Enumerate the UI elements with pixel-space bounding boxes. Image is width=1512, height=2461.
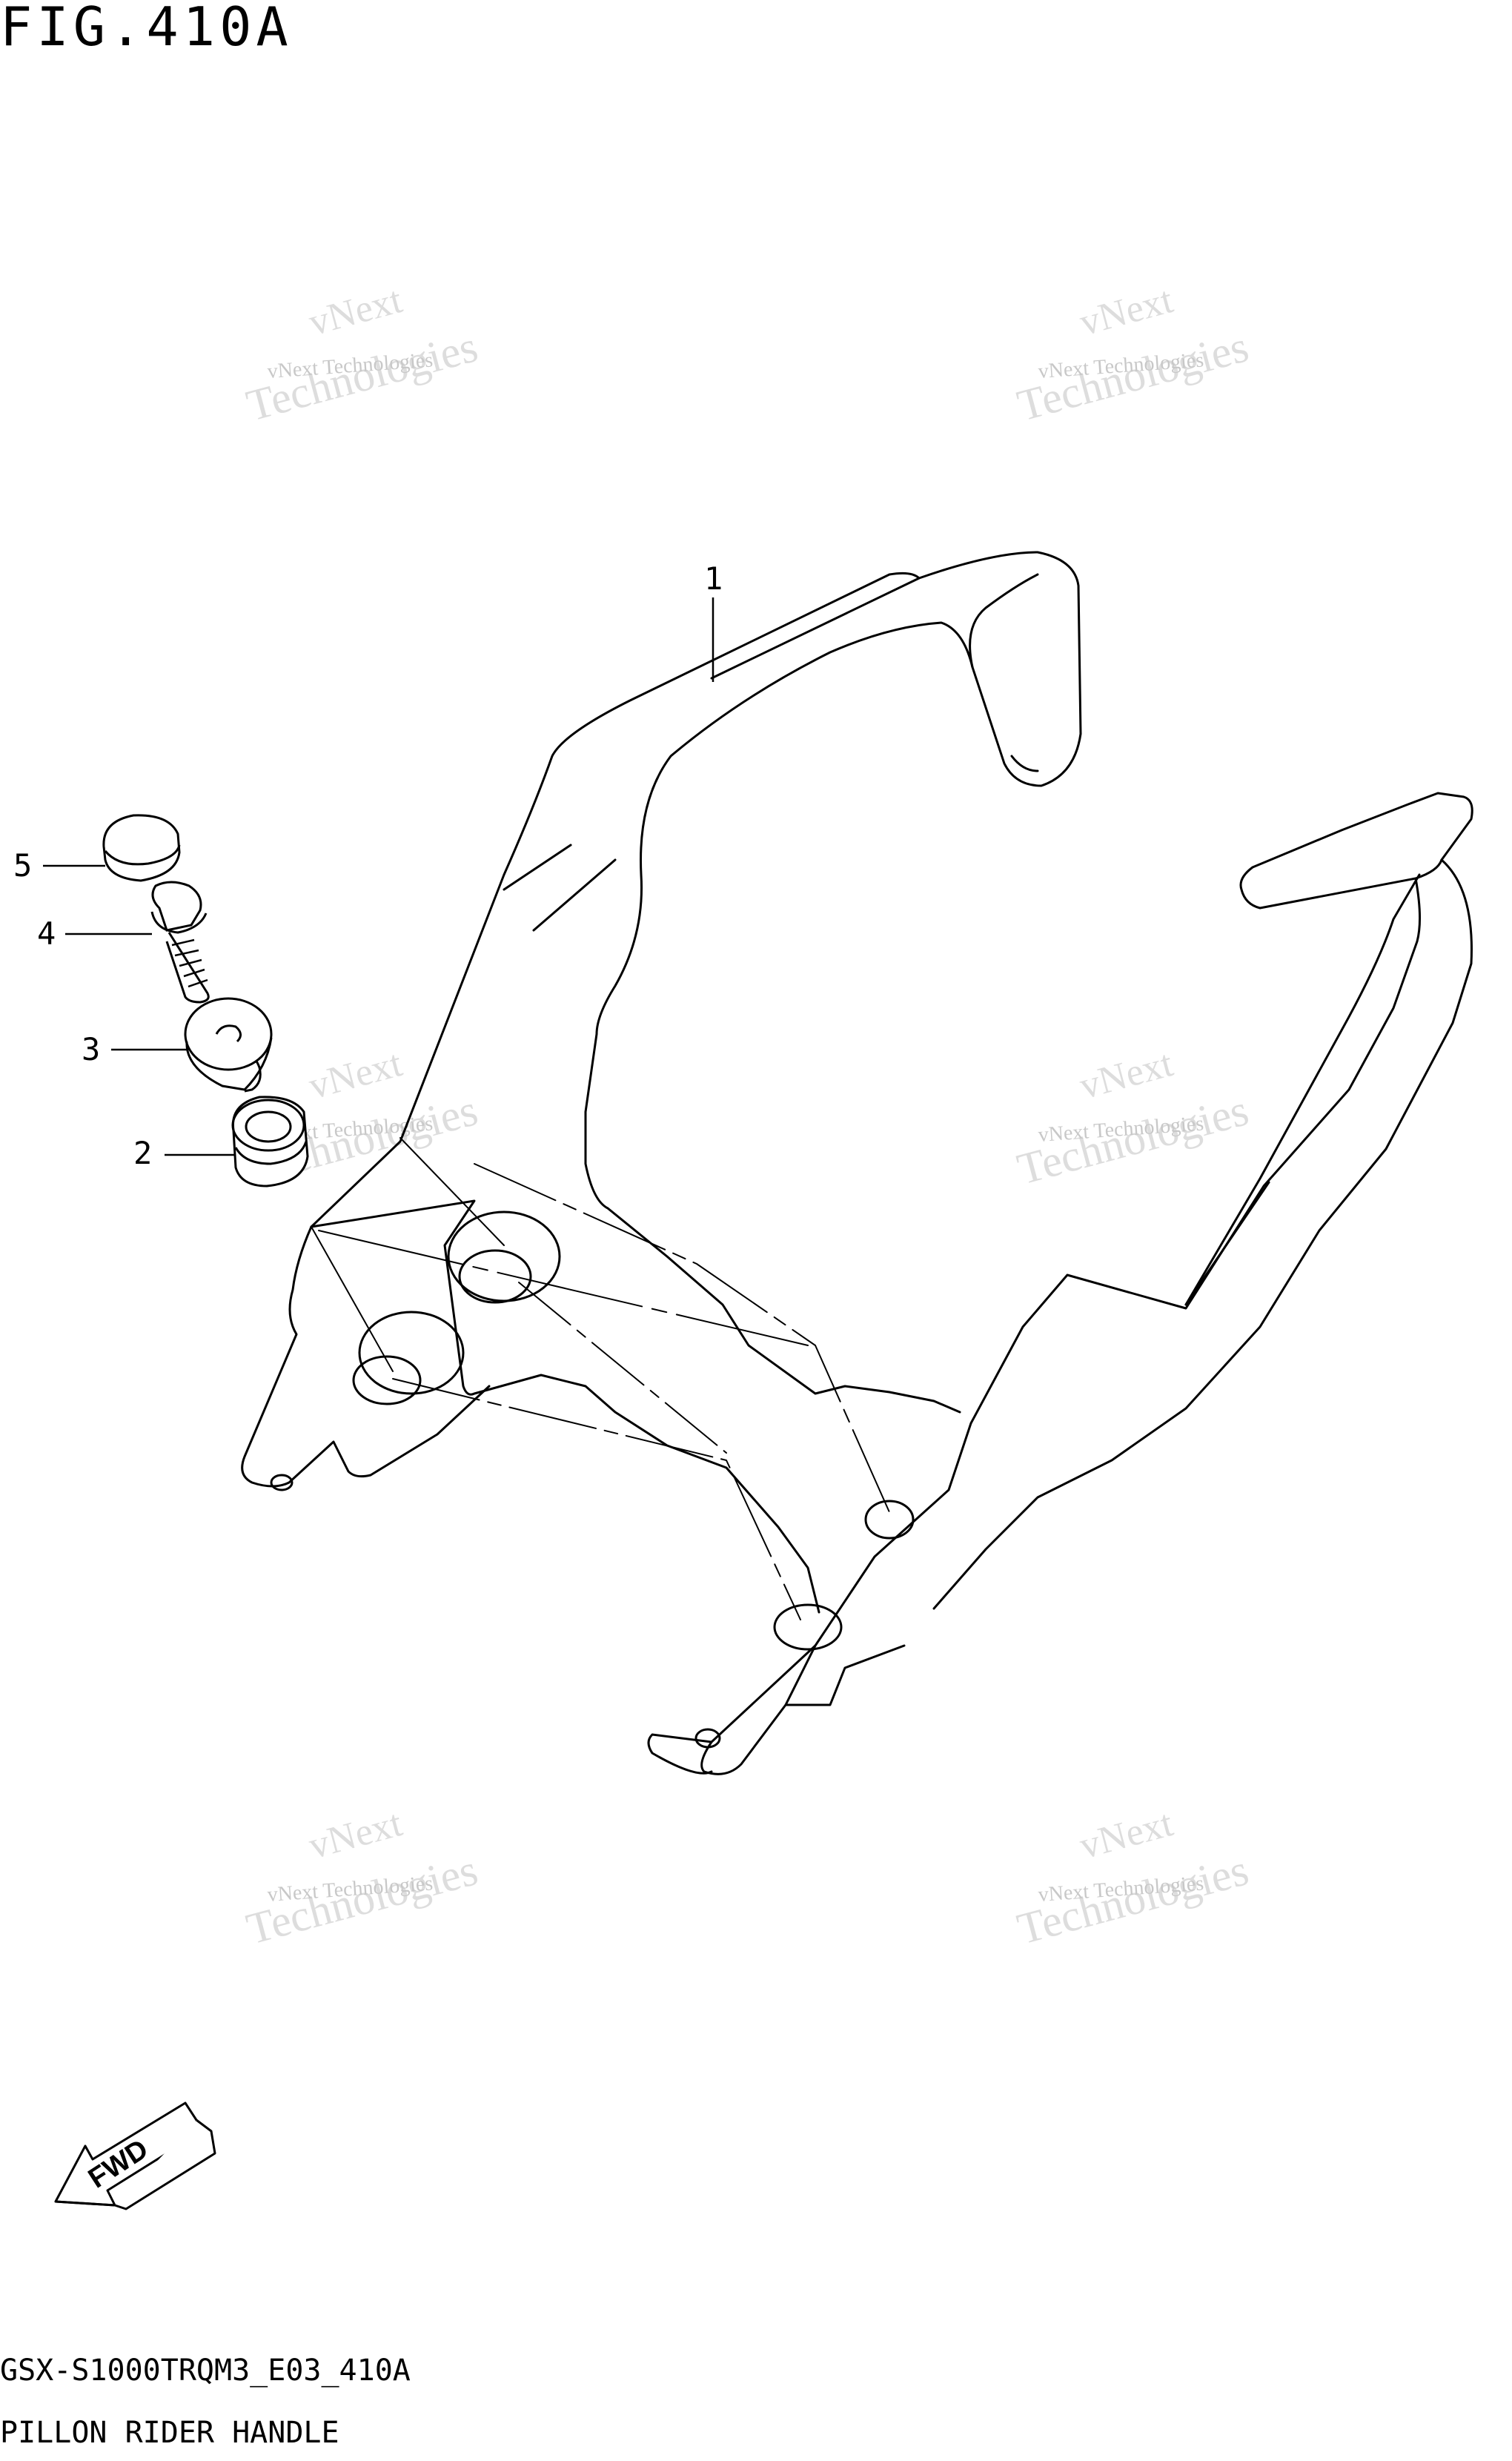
watermark: vNext Technologies vNext Technologies [242, 279, 483, 430]
callout-3: 3 [82, 1031, 187, 1067]
svg-text:vNext: vNext [305, 279, 407, 344]
figure-code: GSX-S1000TRQM3_E03_410A [0, 2354, 411, 2388]
watermark-group: vNext Technologies vNext Technologies vN… [242, 279, 1253, 1953]
svg-text:vNext: vNext [305, 1042, 407, 1107]
part-4-bolt [150, 881, 210, 1004]
svg-text:vNext: vNext [1075, 1042, 1178, 1107]
callout-2: 2 [133, 1135, 236, 1171]
svg-text:Technologies: Technologies [1012, 1085, 1253, 1193]
svg-text:vNext: vNext [1075, 1802, 1178, 1867]
part-2-cushion [231, 1096, 309, 1188]
svg-text:Technologies: Technologies [242, 1845, 483, 1953]
svg-text:2: 2 [133, 1135, 152, 1171]
callout-4: 4 [37, 915, 152, 952]
svg-text:Technologies: Technologies [242, 322, 483, 430]
svg-text:5: 5 [13, 847, 32, 884]
callout-1: 1 [704, 560, 723, 682]
watermark: vNext Technologies vNext Technologies [1012, 1802, 1253, 1953]
callout-5: 5 [13, 847, 105, 884]
fwd-direction-arrow: FWD [54, 2101, 216, 2210]
part-5-cap [102, 814, 181, 882]
svg-text:vNext: vNext [1075, 279, 1178, 344]
watermark: vNext Technologies vNext Technologies [1012, 279, 1253, 430]
svg-text:Technologies: Technologies [1012, 1845, 1253, 1953]
watermark: vNext Technologies vNext Technologies [1012, 1042, 1253, 1193]
svg-text:4: 4 [37, 915, 56, 952]
part-3-washer [184, 997, 273, 1093]
figure-title: FIG.410A [0, 0, 293, 58]
svg-text:1: 1 [704, 560, 723, 597]
figure-description: PILLON RIDER HANDLE [0, 2416, 339, 2450]
svg-text:vNext: vNext [305, 1802, 407, 1867]
watermark: vNext Technologies vNext Technologies [242, 1802, 483, 1953]
svg-text:Technologies: Technologies [1012, 322, 1253, 430]
part-1-pillion-handle [241, 551, 1473, 1775]
svg-text:3: 3 [82, 1031, 100, 1067]
